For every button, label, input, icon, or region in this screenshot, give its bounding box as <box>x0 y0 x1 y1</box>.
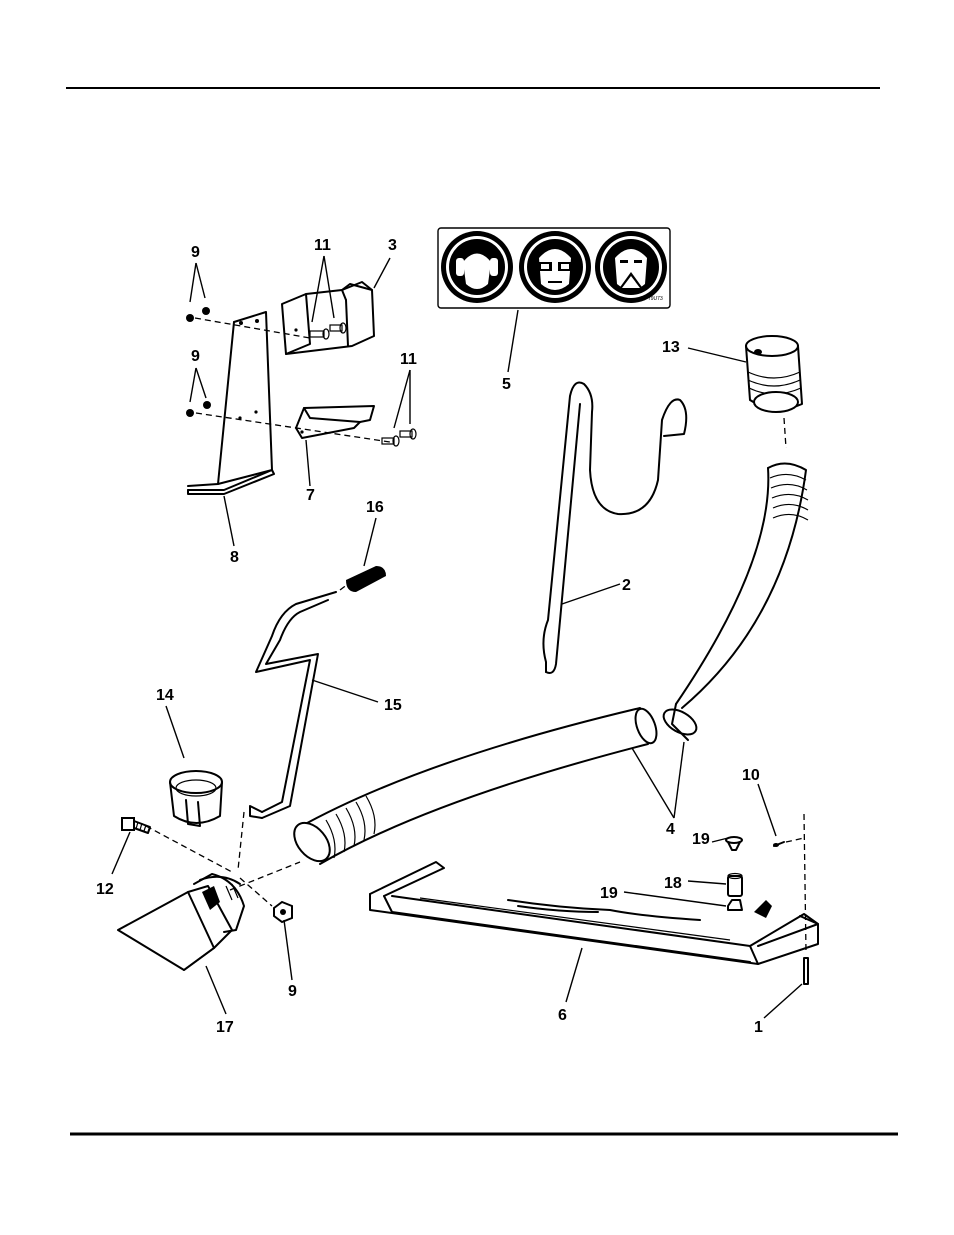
part-15-wand-rod <box>250 592 336 818</box>
part-4-hose-lower <box>287 706 660 868</box>
part-11-bolts-upper <box>310 323 346 339</box>
part-11-bolts-lower <box>382 429 416 446</box>
callout-2: 2 <box>622 577 631 594</box>
part-14-clamp-band <box>170 771 222 826</box>
part-13-hose-adapter <box>746 336 802 412</box>
part-2-hose-hanger <box>543 383 686 674</box>
eye-protection-icon <box>519 231 591 303</box>
callout-10: 10 <box>742 767 760 784</box>
callout-19: 19 <box>692 831 710 848</box>
part-1-rod <box>804 958 808 984</box>
part-6-base-tray <box>370 862 818 964</box>
part-10-pin <box>773 842 784 847</box>
callout-18: 18 <box>664 875 682 892</box>
callout-9: 9 <box>191 348 200 365</box>
ear-protection-icon <box>441 231 513 303</box>
callout-13: 13 <box>662 339 680 356</box>
callout-14: 14 <box>156 687 174 704</box>
callout-9: 9 <box>191 244 200 261</box>
callout-11: 11 <box>314 237 331 254</box>
callout-6: 6 <box>558 1007 567 1024</box>
callout-12: 12 <box>96 881 114 898</box>
callout-8: 8 <box>230 549 239 566</box>
callout-16: 16 <box>366 499 384 516</box>
callout-4: 4 <box>666 821 675 838</box>
part-3-bracket-cover <box>282 282 374 354</box>
part-4-hose-upper <box>659 463 808 740</box>
part-12-bolt <box>122 818 150 833</box>
part-16-grip <box>346 566 386 592</box>
part-8-mounting-bracket <box>188 312 274 494</box>
callout-17: 17 <box>216 1019 234 1036</box>
callout-9: 9 <box>288 983 297 1000</box>
part-5-safety-decal: 79U73 <box>438 228 670 308</box>
callout-19: 19 <box>600 885 618 902</box>
callout-5: 5 <box>502 376 511 393</box>
respirator-icon <box>595 231 667 303</box>
decal-part-code: 79U73 <box>648 296 663 302</box>
part-9-nut-lower <box>274 902 292 922</box>
callout-7: 7 <box>306 487 315 504</box>
callout-3: 3 <box>388 237 397 254</box>
part-17-floor-nozzle <box>118 874 244 970</box>
callout-1: 1 <box>754 1019 763 1036</box>
part-18-19-bushing-set <box>726 837 742 910</box>
callout-15: 15 <box>384 697 402 714</box>
callout-11: 11 <box>400 351 417 368</box>
